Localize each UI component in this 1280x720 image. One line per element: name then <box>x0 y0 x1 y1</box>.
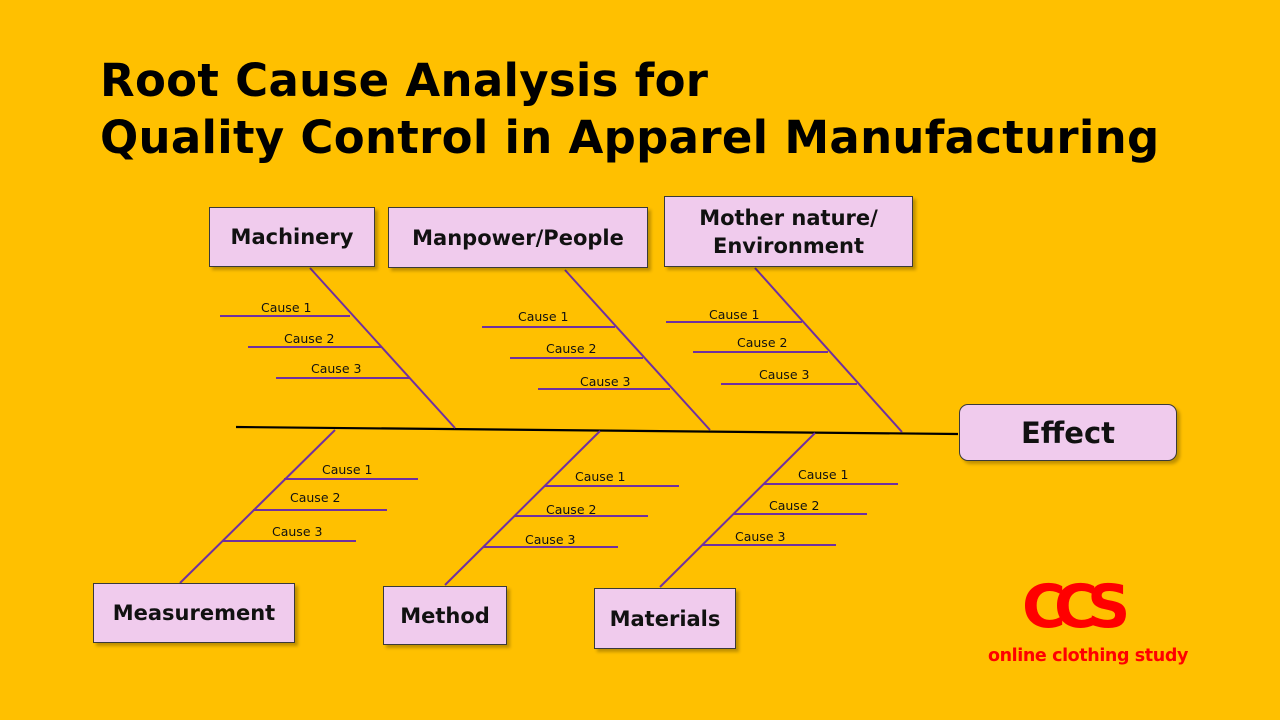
category-label-line: Machinery <box>230 225 354 249</box>
cause-label-mother-nature-3: Cause 3 <box>759 367 809 382</box>
category-label-line: Mother nature/ <box>699 205 878 230</box>
bone-mother-nature <box>754 267 903 433</box>
bone-method <box>444 430 601 586</box>
category-label-manpower: Manpower/People <box>412 224 624 252</box>
bone-measurement <box>179 429 336 584</box>
category-box-mother-nature: Mother nature/Environment <box>664 196 913 267</box>
bone-materials <box>659 432 816 588</box>
bone-machinery <box>309 267 456 429</box>
cause-label-method-1: Cause 1 <box>575 469 625 484</box>
category-label-materials: Materials <box>610 605 721 633</box>
title-line-1: Root Cause Analysis for <box>100 54 709 107</box>
cause-label-measurement-2: Cause 2 <box>290 490 340 505</box>
bone-manpower <box>564 269 711 431</box>
effect-box: Effect <box>959 404 1177 461</box>
cause-label-materials-2: Cause 2 <box>769 498 819 513</box>
category-label-mother-nature: Mother nature/Environment <box>699 204 878 260</box>
category-box-manpower: Manpower/People <box>388 207 648 268</box>
cause-label-method-2: Cause 2 <box>546 502 596 517</box>
category-label-line: Manpower/People <box>412 225 624 250</box>
cause-label-materials-3: Cause 3 <box>735 529 785 544</box>
category-label-line: Environment <box>712 233 864 258</box>
cause-label-mother-nature-2: Cause 2 <box>737 335 787 350</box>
category-label-measurement: Measurement <box>113 599 275 627</box>
cause-label-mother-nature-1: Cause 1 <box>709 307 759 322</box>
cause-label-materials-1: Cause 1 <box>798 467 848 482</box>
cause-label-measurement-1: Cause 1 <box>322 462 372 477</box>
category-box-machinery: Machinery <box>209 207 375 267</box>
cause-label-manpower-3: Cause 3 <box>580 374 630 389</box>
logo-text: online clothing study <box>988 646 1188 666</box>
effect-label: Effect <box>1020 415 1116 450</box>
cause-label-method-3: Cause 3 <box>525 532 575 547</box>
category-label-method: Method <box>400 602 490 630</box>
spine-line <box>235 425 959 436</box>
title-line-2: Quality Control in Apparel Manufacturing <box>100 111 1160 164</box>
cause-label-machinery-1: Cause 1 <box>261 300 311 315</box>
category-label-line: Measurement <box>112 601 276 625</box>
cause-label-manpower-2: Cause 2 <box>546 341 596 356</box>
category-label-line: Method <box>400 603 490 628</box>
category-box-method: Method <box>383 586 507 645</box>
cause-label-measurement-3: Cause 3 <box>272 524 322 539</box>
category-box-materials: Materials <box>594 588 736 649</box>
ccs-logo: CCS online clothing study <box>985 572 1195 678</box>
category-label-line: Materials <box>609 606 721 631</box>
category-label-machinery: Machinery <box>231 223 354 251</box>
page-title: Root Cause Analysis for Quality Control … <box>100 52 1160 166</box>
cause-label-machinery-3: Cause 3 <box>311 361 361 376</box>
cause-label-manpower-1: Cause 1 <box>518 309 568 324</box>
logo-mark: CCS <box>1022 572 1130 642</box>
cause-label-machinery-2: Cause 2 <box>284 331 334 346</box>
category-box-measurement: Measurement <box>93 583 295 643</box>
